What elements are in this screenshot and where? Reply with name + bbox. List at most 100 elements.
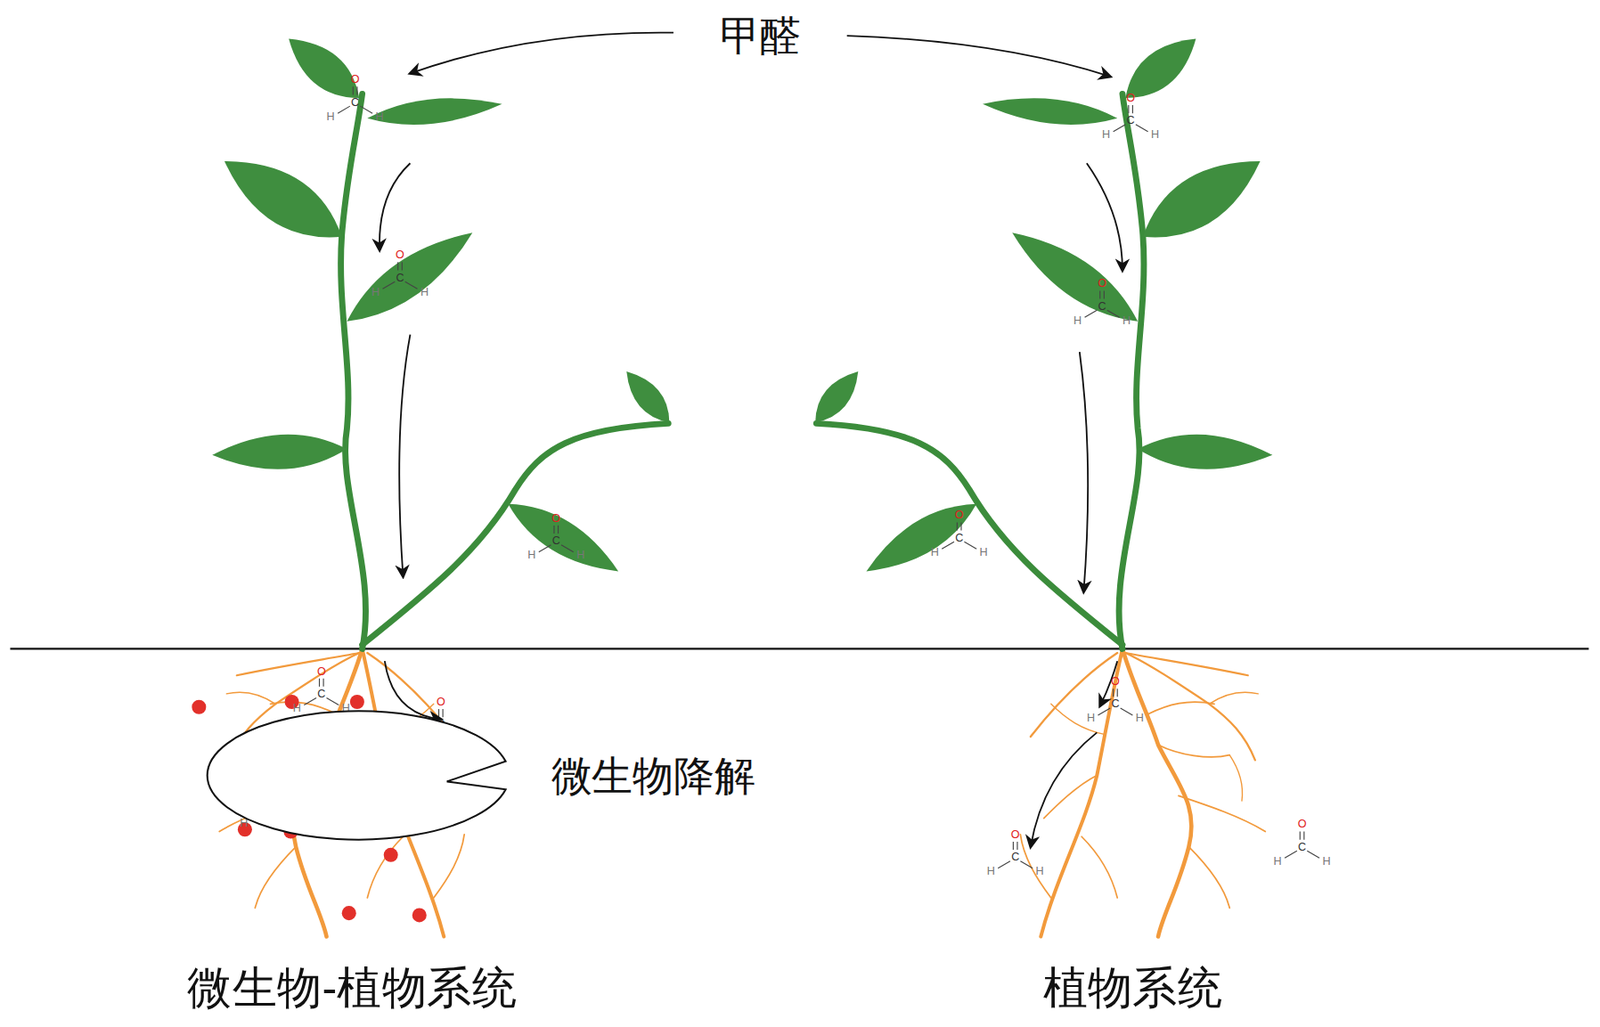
atom-symbol: H	[1086, 712, 1095, 725]
chemical-bond	[561, 545, 574, 553]
atom-symbol: C	[351, 96, 360, 108]
chemical-bond	[1103, 290, 1105, 299]
leaf	[1142, 161, 1261, 237]
chemical-bond	[356, 86, 358, 95]
root	[1178, 795, 1266, 832]
system-title: 微生物-植物系统	[187, 965, 517, 1011]
root	[1051, 703, 1106, 735]
atom-symbol: H	[527, 549, 536, 562]
chemical-bond	[1012, 841, 1014, 850]
chemical-bond	[1099, 290, 1101, 299]
microbe-dot	[412, 907, 427, 923]
chemical-bond	[1085, 310, 1098, 318]
chemical-bond	[401, 261, 403, 270]
flow-arrow	[399, 334, 410, 577]
root	[1040, 648, 1123, 937]
bubble-text: 微生物降解	[551, 747, 756, 804]
chemical-bond	[1107, 310, 1120, 318]
atom-symbol: O	[1097, 277, 1107, 290]
atom-symbol: C	[1011, 851, 1020, 864]
chemical-bond	[397, 261, 399, 270]
atom-symbol: H	[1073, 314, 1082, 327]
chemical-bond	[1135, 124, 1149, 132]
atom-symbol: H	[1322, 855, 1331, 867]
flow-arrows	[379, 32, 1123, 848]
atom-symbol: H	[375, 110, 384, 123]
atom-symbol: H	[1273, 855, 1282, 867]
chemical-bond	[359, 106, 373, 114]
atom-symbol: C	[1126, 114, 1135, 127]
atom-symbol: O	[551, 513, 561, 525]
atom-symbol: H	[1122, 314, 1131, 327]
chemical-bond	[1020, 861, 1033, 869]
atom-symbol: C	[552, 535, 561, 547]
root	[254, 847, 296, 909]
chemical-bond	[538, 545, 552, 553]
atom-symbol: H	[1102, 129, 1111, 141]
root	[1208, 692, 1258, 704]
chemical-bond	[352, 86, 354, 95]
chemical-bond	[941, 541, 955, 549]
chemical-bond	[1112, 688, 1114, 697]
chemical-bond	[1127, 105, 1129, 114]
atom-symbol: O	[955, 509, 964, 522]
atom-symbol: C	[317, 688, 326, 701]
leaf	[224, 161, 343, 237]
flow-arrow	[847, 35, 1111, 77]
leaf	[346, 232, 473, 322]
chemical-bond	[1016, 841, 1018, 850]
flow-arrow	[409, 32, 674, 74]
root	[1125, 653, 1255, 760]
chemical-bond	[1097, 708, 1111, 716]
chemical-bond	[337, 106, 351, 114]
atom-symbol: H	[1151, 129, 1160, 141]
plant-only	[815, 39, 1273, 938]
atom-symbol: O	[1110, 676, 1120, 688]
chemical-bond	[1303, 832, 1305, 841]
chemical-bond	[438, 709, 440, 718]
chemical-bond	[405, 281, 418, 289]
chemical-bond	[557, 525, 559, 534]
leaf	[626, 371, 670, 423]
atom-symbol: C	[1110, 698, 1119, 711]
atom-symbol: H	[326, 110, 335, 123]
root	[226, 692, 276, 704]
leaf	[815, 371, 858, 423]
leaf	[1012, 232, 1138, 322]
chemical-bond	[1132, 105, 1134, 114]
chemical-bond	[442, 709, 444, 718]
chemical-bond	[963, 541, 977, 549]
stem	[341, 93, 367, 649]
atom-symbol: O	[1297, 818, 1307, 831]
chemical-bond	[1284, 850, 1298, 858]
chemical-bond	[318, 678, 320, 687]
root	[1122, 648, 1192, 937]
ground-line	[9, 647, 1589, 650]
atom-symbol: H	[930, 546, 939, 558]
stem	[362, 423, 670, 645]
stem	[816, 423, 1123, 645]
chemical-bond	[383, 281, 396, 289]
chemical-bond	[1117, 688, 1119, 697]
flow-arrow	[379, 163, 410, 250]
flow-arrow	[1086, 163, 1123, 270]
root	[1158, 744, 1230, 758]
atom-symbol: O	[436, 696, 446, 709]
root	[1188, 847, 1230, 909]
root	[236, 653, 360, 676]
chemical-bond	[1113, 124, 1127, 132]
chemical-bond	[1120, 708, 1134, 716]
leaf	[1125, 39, 1196, 98]
leaf	[212, 434, 347, 470]
atom-symbol: O	[395, 249, 405, 262]
atom-symbol: H	[371, 285, 380, 298]
leaf	[507, 504, 619, 572]
root	[1081, 836, 1118, 898]
leaf	[367, 97, 502, 125]
atom-symbol: H	[979, 546, 988, 558]
leaf	[865, 504, 977, 572]
leaf	[288, 39, 360, 98]
substance-label: 甲醛	[719, 15, 802, 57]
root	[433, 834, 465, 898]
